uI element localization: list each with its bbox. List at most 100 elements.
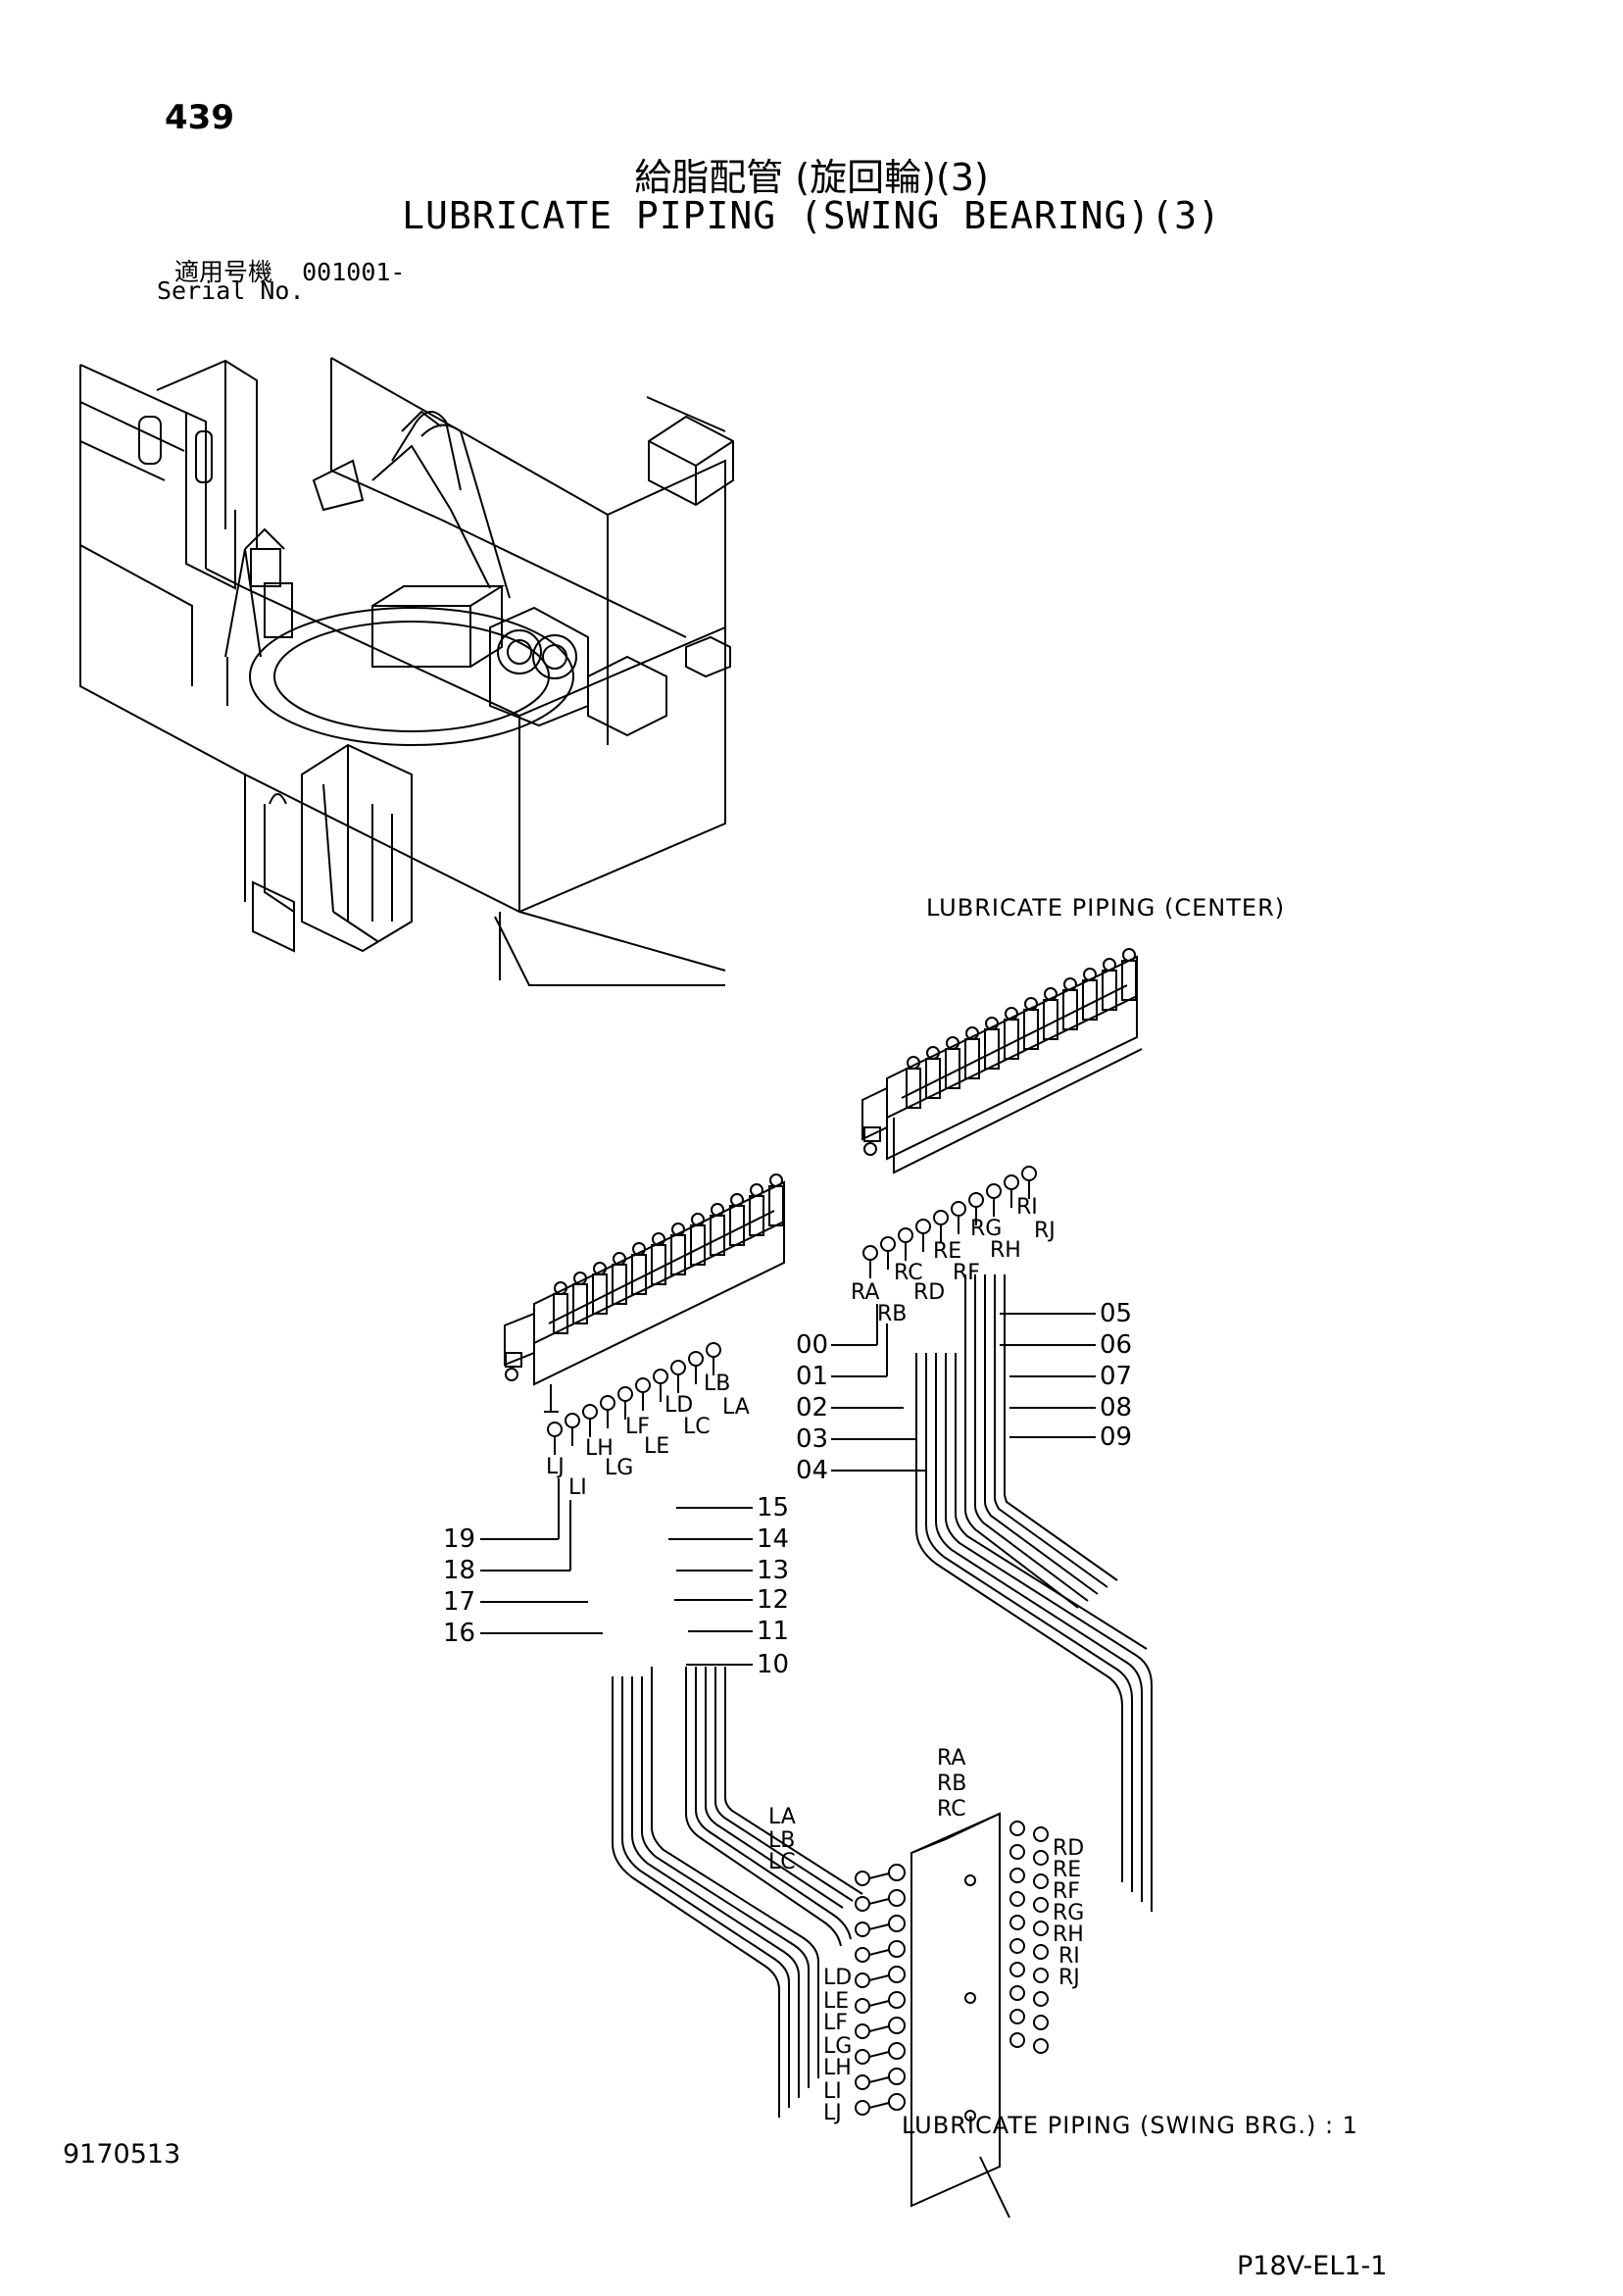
manifold-left-link bbox=[868, 2102, 890, 2109]
manifold-left-nipple bbox=[855, 1922, 870, 1937]
center-block-valve bbox=[1082, 979, 1098, 1021]
center-lube-block bbox=[861, 955, 1143, 1174]
pipe-number-09: 09 bbox=[1100, 1423, 1132, 1452]
manifold-left-nipple bbox=[855, 2100, 870, 2116]
left-block-nipple bbox=[670, 1360, 686, 1375]
pipe-number-13: 13 bbox=[757, 1556, 789, 1585]
left-block-nipple bbox=[706, 1342, 721, 1358]
manifold-right-fitting bbox=[1009, 1891, 1025, 1907]
left-block-nipple bbox=[600, 1395, 615, 1411]
document-code: 9170513 bbox=[63, 2139, 181, 2170]
manifold-right-nipple bbox=[1033, 1826, 1049, 1842]
manifold-left-fitting bbox=[888, 2068, 906, 2085]
left-block-fitting bbox=[691, 1213, 705, 1226]
left-block-valve bbox=[749, 1195, 764, 1236]
left-block-nipple bbox=[565, 1413, 580, 1428]
manifold-left-link bbox=[868, 2051, 890, 2058]
center-block-valve bbox=[1121, 960, 1137, 1001]
pipe-number-01: 01 bbox=[796, 1362, 828, 1391]
center-block-fitting bbox=[907, 1056, 920, 1070]
center-block-valve bbox=[984, 1028, 1000, 1070]
left-block-fitting bbox=[671, 1223, 685, 1236]
manifold-port-ra: RA bbox=[937, 1746, 965, 1771]
left-block-nipple bbox=[653, 1369, 668, 1384]
serial-value: 001001- bbox=[302, 258, 406, 286]
center-block-valve bbox=[1062, 989, 1078, 1030]
center-block-valve bbox=[1043, 999, 1058, 1040]
manifold-port-lg: LG bbox=[823, 2034, 852, 2059]
caption-swing: LUBRICATE PIPING (SWING BRG.) : 1 bbox=[902, 2112, 1358, 2139]
port-label-left-lc: LC bbox=[683, 1415, 711, 1439]
center-block-nipple bbox=[862, 1245, 878, 1261]
pipe-number-17: 17 bbox=[443, 1587, 475, 1617]
manifold-left-fitting bbox=[888, 1966, 906, 1983]
manifold-left-link bbox=[868, 2025, 890, 2032]
manifold-left-link bbox=[868, 1923, 890, 1930]
center-block-nipple bbox=[968, 1192, 984, 1208]
left-block-fitting bbox=[652, 1232, 665, 1246]
right-pipe-numbers: 00 01 02 03 04 05 06 07 08 09 bbox=[796, 1299, 1132, 1485]
manifold-port-lb: LB bbox=[768, 1828, 795, 1853]
center-block-fitting bbox=[926, 1046, 940, 1060]
left-block-valve bbox=[768, 1185, 784, 1226]
manifold-left-fitting bbox=[888, 1991, 906, 2009]
manifold-right-nipple bbox=[1033, 1897, 1049, 1913]
manifold-right-fitting bbox=[1009, 1962, 1025, 1977]
center-block-fitting bbox=[1024, 997, 1038, 1011]
right-block-port-labels: RA RB RC RD RE RF RG RH RI RJ bbox=[851, 1195, 1056, 1326]
manifold-left-fitting bbox=[888, 2093, 906, 2111]
pipe-number-14: 14 bbox=[757, 1524, 789, 1554]
machine-overview bbox=[79, 357, 734, 986]
manifold-right-nipple bbox=[1033, 2038, 1049, 2054]
center-block-nipple bbox=[880, 1236, 896, 1252]
center-block-fitting bbox=[985, 1017, 999, 1030]
page-title-en: LUBRICATE PIPING (SWING BEARING)(3) bbox=[402, 194, 1221, 237]
port-label-right-rf: RF bbox=[953, 1261, 980, 1285]
manifold-right-nipple bbox=[1033, 1944, 1049, 1960]
port-label-left-lg: LG bbox=[605, 1456, 633, 1480]
manifold-left-link bbox=[868, 1898, 890, 1905]
center-block-nipple bbox=[986, 1183, 1002, 1199]
port-label-right-rc: RC bbox=[894, 1261, 923, 1285]
manifold-port-rj: RJ bbox=[1058, 1966, 1080, 1990]
left-block-fitting bbox=[554, 1281, 567, 1295]
left-block-valve bbox=[612, 1264, 627, 1305]
port-label-left-lf: LF bbox=[625, 1415, 650, 1439]
manifold-right-fitting bbox=[1009, 2032, 1025, 2048]
left-block-fitting bbox=[750, 1183, 763, 1197]
manifold-port-rh: RH bbox=[1053, 1922, 1084, 1947]
center-block-fitting bbox=[1122, 948, 1136, 962]
left-block-nipple bbox=[617, 1386, 633, 1402]
caption-center: LUBRICATE PIPING (CENTER) bbox=[926, 894, 1285, 922]
port-label-left-ld: LD bbox=[664, 1393, 693, 1418]
port-label-right-rb: RB bbox=[877, 1302, 907, 1326]
port-label-left-lb: LB bbox=[704, 1372, 730, 1396]
hose-bundle-left bbox=[612, 1667, 863, 2118]
pipe-number-19: 19 bbox=[443, 1524, 475, 1554]
manifold-left-fitting bbox=[888, 1889, 906, 1907]
center-block-fitting bbox=[965, 1026, 979, 1040]
center-block-nipple bbox=[1021, 1166, 1037, 1181]
center-block-valve bbox=[1004, 1019, 1019, 1060]
port-label-right-rd: RD bbox=[913, 1280, 945, 1305]
hose-bundle-right bbox=[915, 1274, 1153, 1912]
manifold-port-rd: RD bbox=[1053, 1836, 1084, 1861]
manifold-right-fitting bbox=[1009, 1985, 1025, 2001]
serial-label-jp-text: 適用号機 bbox=[174, 258, 273, 286]
center-block-nipple bbox=[915, 1219, 931, 1234]
left-block-fitting bbox=[711, 1203, 724, 1217]
left-block-nipple bbox=[635, 1377, 651, 1393]
manifold-left-link bbox=[868, 1872, 890, 1879]
manifold-port-re: RE bbox=[1053, 1858, 1081, 1882]
manifold-left-nipple bbox=[855, 2023, 870, 2039]
center-block-fitting bbox=[1005, 1007, 1018, 1021]
manifold-right-fitting bbox=[1009, 1821, 1025, 1836]
manifold-port-lc: LC bbox=[768, 1850, 796, 1874]
center-block-nipple bbox=[951, 1201, 966, 1217]
port-label-right-rj: RJ bbox=[1034, 1219, 1056, 1243]
manifold-port-le: LE bbox=[823, 1989, 849, 2014]
center-block-nipple bbox=[898, 1227, 913, 1243]
port-label-right-ra: RA bbox=[851, 1280, 879, 1305]
left-lube-block bbox=[504, 1180, 785, 1413]
